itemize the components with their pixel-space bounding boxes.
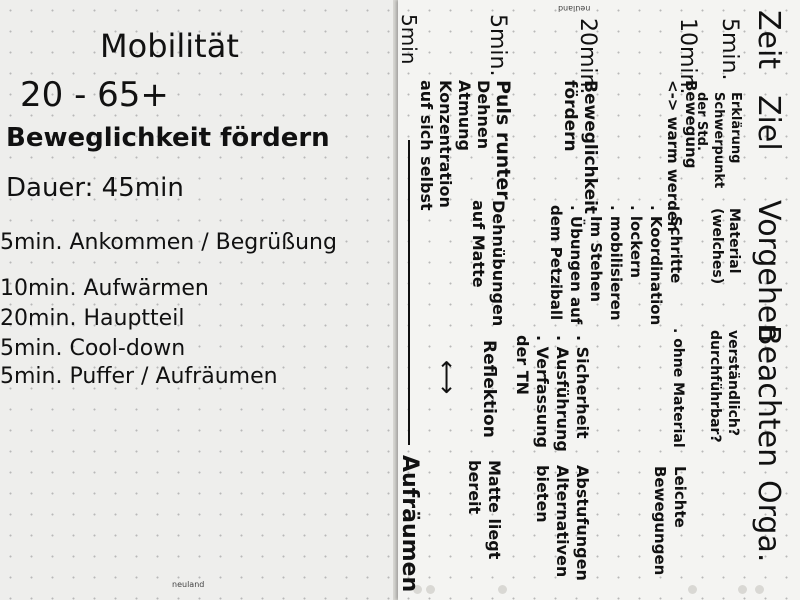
age-range: 20 - 65+: [20, 75, 169, 115]
header-orga: Orga.: [751, 480, 786, 563]
row-time: 5min: [397, 14, 421, 65]
header-zeit: Zeit: [751, 10, 786, 70]
brand-logo: neuland: [172, 580, 205, 589]
header-vorgehen: Vorgehen: [751, 200, 786, 343]
row-time: 5min.: [717, 18, 742, 81]
goal: Beweglichkeit fördern: [6, 123, 330, 153]
schedule-item: 5min. Ankommen / Begrüßung: [0, 230, 337, 255]
left-flipchart-sheet: Mobilität 20 - 65+ Beweglichkeit fördern…: [0, 0, 393, 600]
divider-line: [408, 140, 410, 445]
right-flipchart-sheet: neuland: [398, 0, 800, 600]
sheet-title: Mobilität: [100, 27, 239, 65]
schedule-item: 5min. Puffer / Aufräumen: [0, 364, 278, 389]
row-beachten: Reflektion: [479, 340, 499, 438]
row-orga: Aufräumen: [397, 455, 422, 593]
header-beachten: Beachten: [751, 325, 786, 468]
row-beachten: . ohne Material: [670, 328, 686, 448]
row-vorgehen: . Schritte. Koordination. lockern. mobil…: [547, 205, 685, 326]
header-ziel: Ziel: [751, 95, 786, 151]
row-beachten: verständlich?durchführbar?: [707, 330, 741, 443]
row-vorgehen: Material(welches): [709, 208, 742, 285]
schedule-item: 10min. Aufwärmen: [0, 276, 209, 301]
schedule-item: 20min. Hauptteil: [0, 306, 185, 331]
double-arrow-icon: ⟷: [433, 360, 461, 395]
duration: Dauer: 45min: [6, 173, 184, 203]
schedule-item: 5min. Cool-down: [0, 336, 186, 361]
row-time: 5min.: [485, 14, 510, 77]
plan-table-rotated: Zeit Ziel Vorgehen Beachten Orga. 5min . …: [395, 0, 800, 600]
